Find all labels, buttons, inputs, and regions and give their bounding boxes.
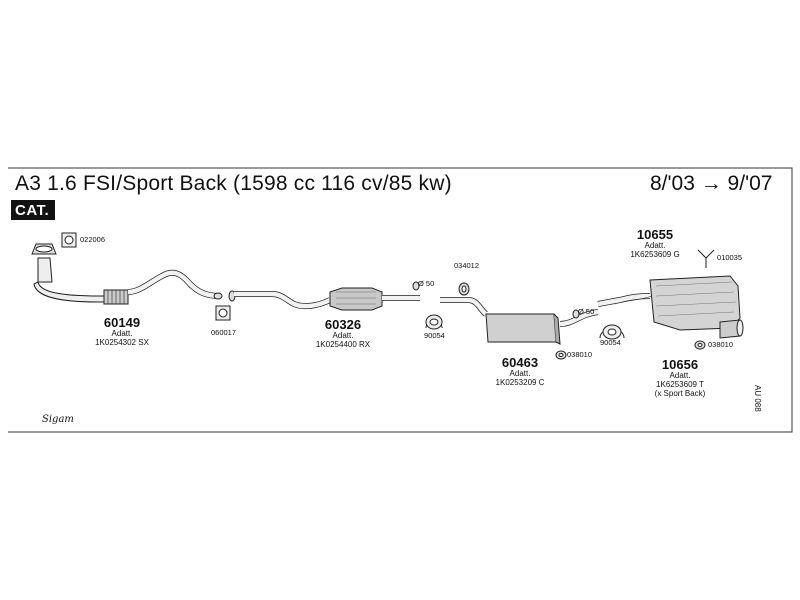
part-10656: 10656 Adatt. 1K6253609 T (x Sport Back)	[640, 357, 720, 399]
part-adatt: Adatt.	[644, 241, 666, 251]
accessory-label-038010-1: 038010	[567, 350, 593, 359]
ring-icon	[694, 340, 706, 350]
part-number: 60326	[324, 317, 362, 332]
accessory-label-034012: 034012	[454, 261, 480, 270]
clamp-icon	[458, 282, 470, 296]
accessory-label-010035: 010035	[717, 253, 743, 262]
part-adatt: Adatt.	[111, 329, 133, 339]
accessory-label-038010-2: 038010	[708, 340, 734, 349]
ring-icon	[555, 350, 567, 360]
part-ref: 1K0253209 C	[495, 378, 545, 388]
part-number: 60149	[103, 315, 141, 330]
cat-badge: CAT.	[11, 200, 56, 220]
ring-icon	[412, 281, 580, 319]
hanger-icon	[599, 324, 625, 340]
part-60149: 60149 Adatt. 1K0254302 SX	[82, 315, 162, 348]
pipe-60326	[228, 287, 420, 311]
muffler-60463	[440, 297, 599, 345]
part-ref: 1K6253609 T	[656, 380, 704, 390]
catalog-code: AU 088	[753, 385, 762, 412]
part-60326: 60326 Adatt. 1K0254400 RX	[303, 317, 383, 350]
part-adatt: Adatt.	[332, 331, 354, 341]
accessory-label-90054-right: 90054	[600, 338, 621, 347]
accessory-label-90054-left: 90054	[424, 331, 445, 340]
date-range: 8/'03 → 9/'07	[650, 172, 773, 195]
part-note: (x Sport Back)	[654, 388, 706, 398]
brand-logo: Sigam	[42, 414, 74, 425]
downpipe-60149	[31, 243, 223, 305]
part-adatt: Adatt.	[509, 369, 531, 379]
hanger-icon	[697, 249, 715, 268]
hanger-icon	[425, 314, 443, 330]
part-ref: 1K0254400 RX	[315, 340, 371, 350]
diameter-label: Ø 50	[578, 307, 595, 316]
part-ref: 1K6253609 G	[630, 250, 680, 260]
gasket-icon	[215, 305, 231, 321]
part-number: 10655	[636, 227, 674, 242]
part-10655: 10655 Adatt. 1K6253609 G	[615, 227, 695, 260]
rear-muffler-10655	[597, 275, 744, 339]
part-number: 60463	[501, 355, 539, 370]
accessory-label-060017: 060017	[211, 328, 237, 337]
frame	[8, 167, 793, 433]
part-ref: 1K0254302 SX	[95, 338, 149, 348]
gasket-icon	[61, 232, 77, 248]
part-60463: 60463 Adatt. 1K0253209 C	[480, 355, 560, 388]
diameter-label: Ø 50	[418, 279, 435, 288]
page-title: A3 1.6 FSI/Sport Back (1598 cc 116 cv/85…	[15, 172, 452, 195]
part-adatt: Adatt.	[669, 371, 691, 381]
accessory-label-022006: 022006	[80, 235, 106, 244]
part-number: 10656	[661, 357, 699, 372]
